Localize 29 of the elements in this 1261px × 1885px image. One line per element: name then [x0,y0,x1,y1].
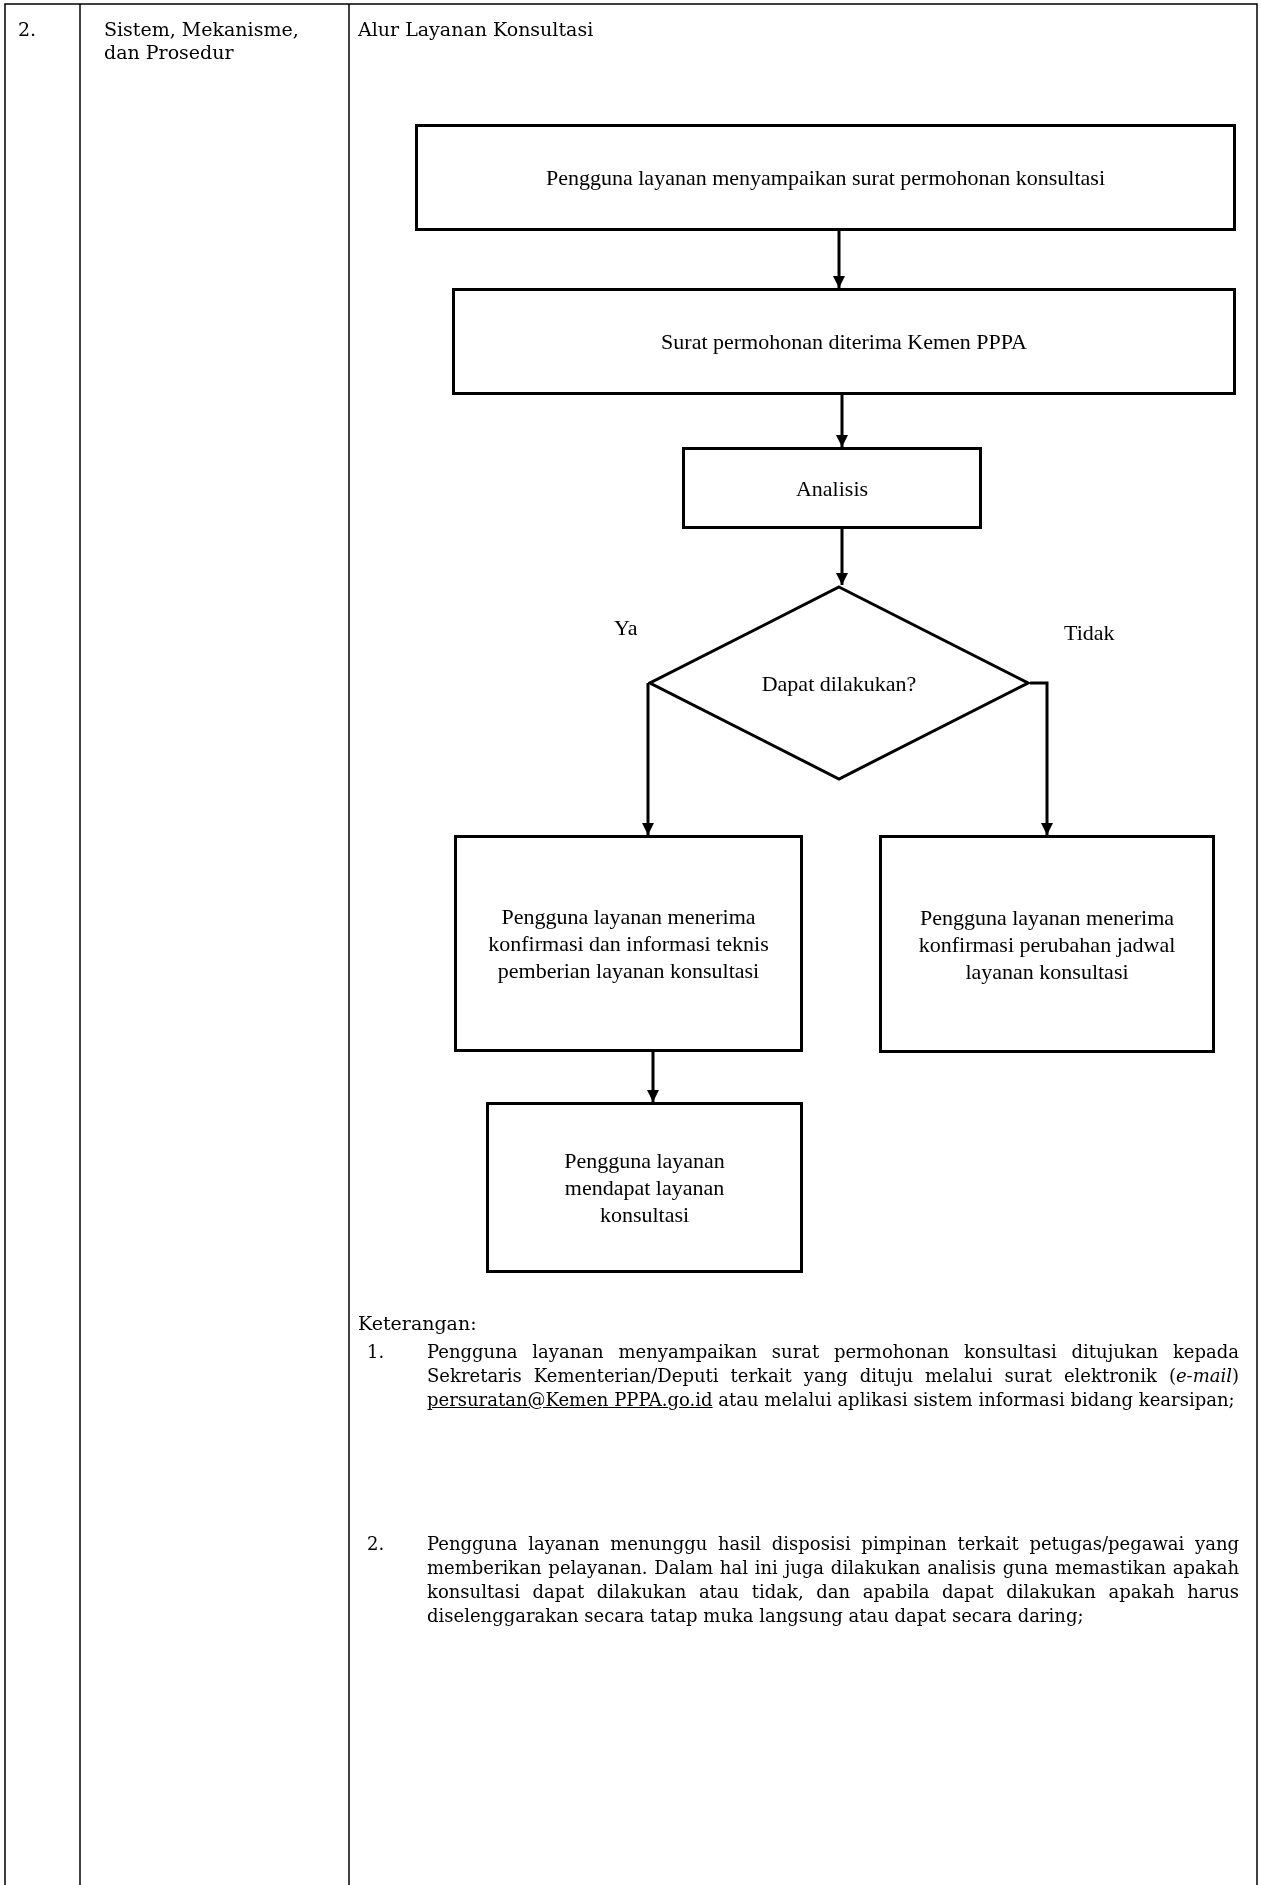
list-number: 2. [18,18,38,41]
process-box [879,835,1215,1053]
arrow [1030,681,1053,835]
notes-heading: Keterangan: [358,1312,478,1335]
list-number: 2. [367,1532,386,1556]
note-paragraph: Pengguna layanan menyampaikan surat permohonan konsultasi ditujukan kepada Sekretaris Kementerian/Deputi terkait yang dituju melalui surat elektronik (e-mail) persuratan@Kemen PPPA.go.id atau melalui aplikasi sistem informasi bidang kearsipan; [427,1340,1239,1412]
decision-diamond [648,585,1030,781]
email-link: persuratan@Kemen PPPA.go.id [427,1389,713,1410]
process-box [415,124,1236,231]
list-number: 1. [367,1340,386,1364]
process-box [486,1102,803,1273]
process-box [452,288,1236,395]
arrow [647,1052,659,1102]
row-heading: Sistem, Mekanisme, dan Prosedur [104,18,300,64]
node-text: Pengguna layanan menerima konfirmasi perubahan jadwal layanan konsultasi [917,903,1177,985]
node-text: Pengguna layanan mendapat layanan konsultasi [563,1147,726,1228]
node-text: Pengguna layanan menyampaikan surat permohonan konsultasi [546,164,1105,191]
node-text: Surat permohonan diterima Kemen PPPA [661,328,1027,355]
node-text: Pengguna layanan menerima konfirmasi dan informasi teknis pemberian layanan konsultasi [487,903,770,984]
arrow [833,231,845,288]
arrow [836,395,848,447]
arrow [836,529,848,585]
process-box [454,835,803,1052]
arrow [642,683,654,835]
flowchart-title: Alur Layanan Konsultasi [358,18,594,41]
node-text: Dapat dilakukan? [761,669,917,697]
process-box [682,447,982,529]
node-text: Analisis [795,474,869,502]
note-paragraph: Pengguna layanan menunggu hasil disposisi pimpinan terkait petugas/pegawai yang memberikan pelayanan. Dalam hal ini juga dilakukan analisis guna memastikan apakah konsultasi dapat dilakukan atau tidak, dan apabila dapat dilakukan apakah harus diselenggarakan secara tatap muka langsung atau dapat secara daring; [427,1532,1239,1628]
